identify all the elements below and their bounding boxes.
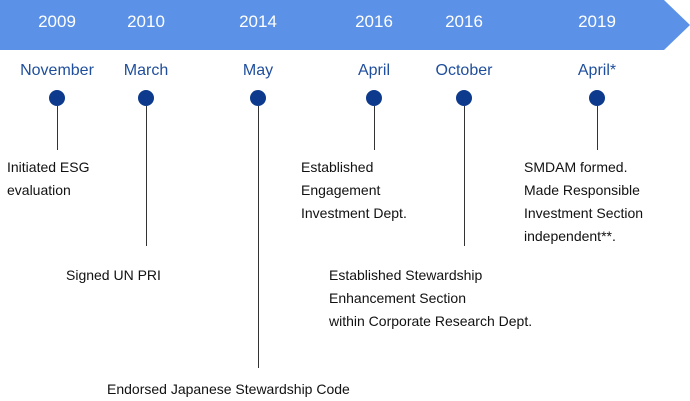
timeline-arrow-bar (0, 0, 690, 50)
connector-line (373, 106, 375, 150)
event-description: SMDAM formed. Made Responsible Investmen… (524, 156, 643, 248)
month-label: May (242, 62, 274, 79)
connector-line (463, 106, 465, 246)
year-label: 2016 (445, 12, 483, 31)
description-line: Engagement (301, 182, 381, 198)
year-label: 2009 (38, 12, 76, 31)
event-description: Signed UN PRI (66, 264, 161, 287)
month-label: November (20, 62, 94, 79)
description-line: evaluation (7, 182, 71, 198)
description-line: Investment Section (524, 205, 644, 221)
event-description: Initiated ESG evaluation (7, 156, 90, 202)
description-line: Established (301, 159, 374, 175)
month-label: October (435, 62, 493, 79)
event-marker (49, 90, 65, 106)
connector-line (596, 106, 598, 150)
description-line: SMDAM formed. (524, 159, 628, 175)
event-description: Established Engagement Investment Dept. (301, 156, 407, 225)
connector-line (145, 106, 147, 246)
connector-line (56, 106, 58, 150)
description-line: within Corporate Research Dept. (329, 313, 533, 329)
event-marker (250, 90, 266, 106)
description-line: independent**. (524, 228, 616, 244)
event-marker (456, 90, 472, 106)
year-label: 2010 (127, 12, 165, 31)
event-marker (589, 90, 605, 106)
event-description: Endorsed Japanese Stewardship Code (107, 378, 350, 401)
year-label: 2016 (355, 12, 393, 31)
month-label: April* (577, 62, 617, 79)
year-label: 2019 (578, 12, 616, 31)
description-line: Made Responsible (524, 182, 640, 198)
description-line: Investment Dept. (301, 205, 407, 221)
description-line: Endorsed Japanese Stewardship Code (107, 381, 350, 397)
connector-line (257, 106, 259, 368)
description-line: Signed UN PRI (66, 267, 161, 283)
event-marker (366, 90, 382, 106)
month-label: March (123, 62, 169, 79)
event-marker (138, 90, 154, 106)
description-line: Enhancement Section (329, 290, 466, 306)
description-line: Initiated ESG (7, 159, 90, 175)
description-line: Established Stewardship (329, 267, 483, 283)
month-label: April (357, 62, 390, 79)
event-description: Established Stewardship Enhancement Sect… (329, 264, 532, 333)
year-label: 2014 (239, 12, 277, 31)
